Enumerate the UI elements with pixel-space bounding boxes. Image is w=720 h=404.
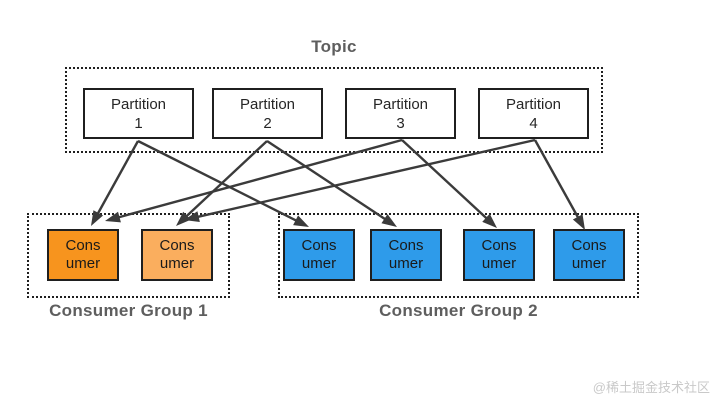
group1-consumer-2-box: Cons umer bbox=[141, 229, 213, 281]
consumer-text: umer bbox=[481, 255, 517, 272]
consumer-text: Cons bbox=[571, 237, 607, 254]
group2-consumer-2-box: Cons umer bbox=[370, 229, 442, 281]
partition-3-label: Partition bbox=[372, 95, 429, 113]
partition-3-number: 3 bbox=[396, 114, 405, 132]
group2-consumer-4-box: Cons umer bbox=[553, 229, 625, 281]
topic-label: Topic bbox=[311, 37, 357, 56]
partition-4-label: Partition bbox=[505, 95, 562, 113]
partition-1-number: 1 bbox=[134, 114, 143, 132]
consumer-text: Cons bbox=[159, 237, 195, 254]
watermark: @稀土掘金技术社区 bbox=[592, 380, 710, 395]
group1-consumer-1-box: Cons umer bbox=[47, 229, 119, 281]
consumer-text: Cons bbox=[301, 237, 337, 254]
consumer-text: Cons bbox=[388, 237, 424, 254]
partition-4-box: Partition 4 bbox=[478, 88, 589, 139]
consumer-group-1-label: Consumer Group 1 bbox=[49, 301, 208, 320]
consumer-text: Cons bbox=[481, 237, 517, 254]
partition-1-label: Partition bbox=[110, 95, 167, 113]
partition-4-number: 4 bbox=[529, 114, 538, 132]
consumer-text: umer bbox=[571, 255, 607, 272]
partition-2-number: 2 bbox=[263, 114, 272, 132]
group2-consumer-3-box: Cons umer bbox=[463, 229, 535, 281]
partition-1-box: Partition 1 bbox=[83, 88, 194, 139]
consumer-text: Cons bbox=[65, 237, 101, 254]
consumer-text: umer bbox=[301, 255, 337, 272]
consumer-text: umer bbox=[388, 255, 424, 272]
partition-3-box: Partition 3 bbox=[345, 88, 456, 139]
partition-2-box: Partition 2 bbox=[212, 88, 323, 139]
consumer-text: umer bbox=[65, 255, 101, 272]
consumer-group-2-label: Consumer Group 2 bbox=[379, 301, 538, 320]
consumer-text: umer bbox=[159, 255, 195, 272]
group2-consumer-1-box: Cons umer bbox=[283, 229, 355, 281]
arrow-p1-to-g2c1 bbox=[137, 139, 300, 224]
partition-2-label: Partition bbox=[239, 95, 296, 113]
